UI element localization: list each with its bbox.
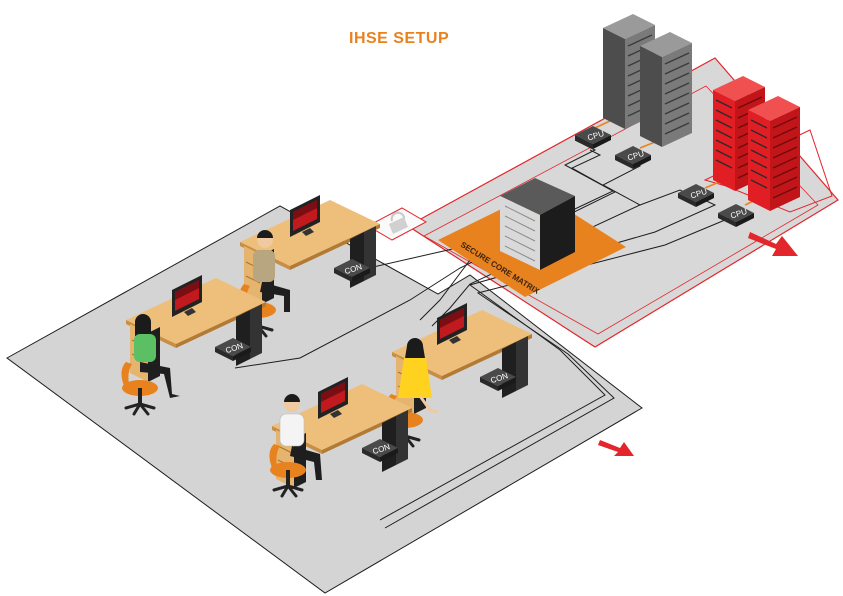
arrow-secure-zone	[748, 232, 798, 256]
workstation: CON	[237, 195, 381, 338]
secure-zone-border	[423, 85, 819, 335]
cpu-unit: CPU	[678, 184, 714, 207]
cpu-unit: CPU	[718, 204, 754, 227]
server-rack-secure	[747, 95, 801, 212]
workstation: CON	[119, 275, 267, 416]
server-rack-gray	[639, 31, 693, 148]
diagram-title: IHSE SETUP	[349, 30, 450, 47]
padlock-icon	[366, 207, 428, 241]
workstation: CON	[267, 377, 413, 498]
matrix-switch	[500, 178, 575, 270]
cpu-unit: CPU	[615, 146, 651, 169]
cpu-unit: CPU	[575, 126, 611, 149]
arrow-office-zone	[598, 440, 634, 456]
workstation: CON	[384, 303, 533, 448]
